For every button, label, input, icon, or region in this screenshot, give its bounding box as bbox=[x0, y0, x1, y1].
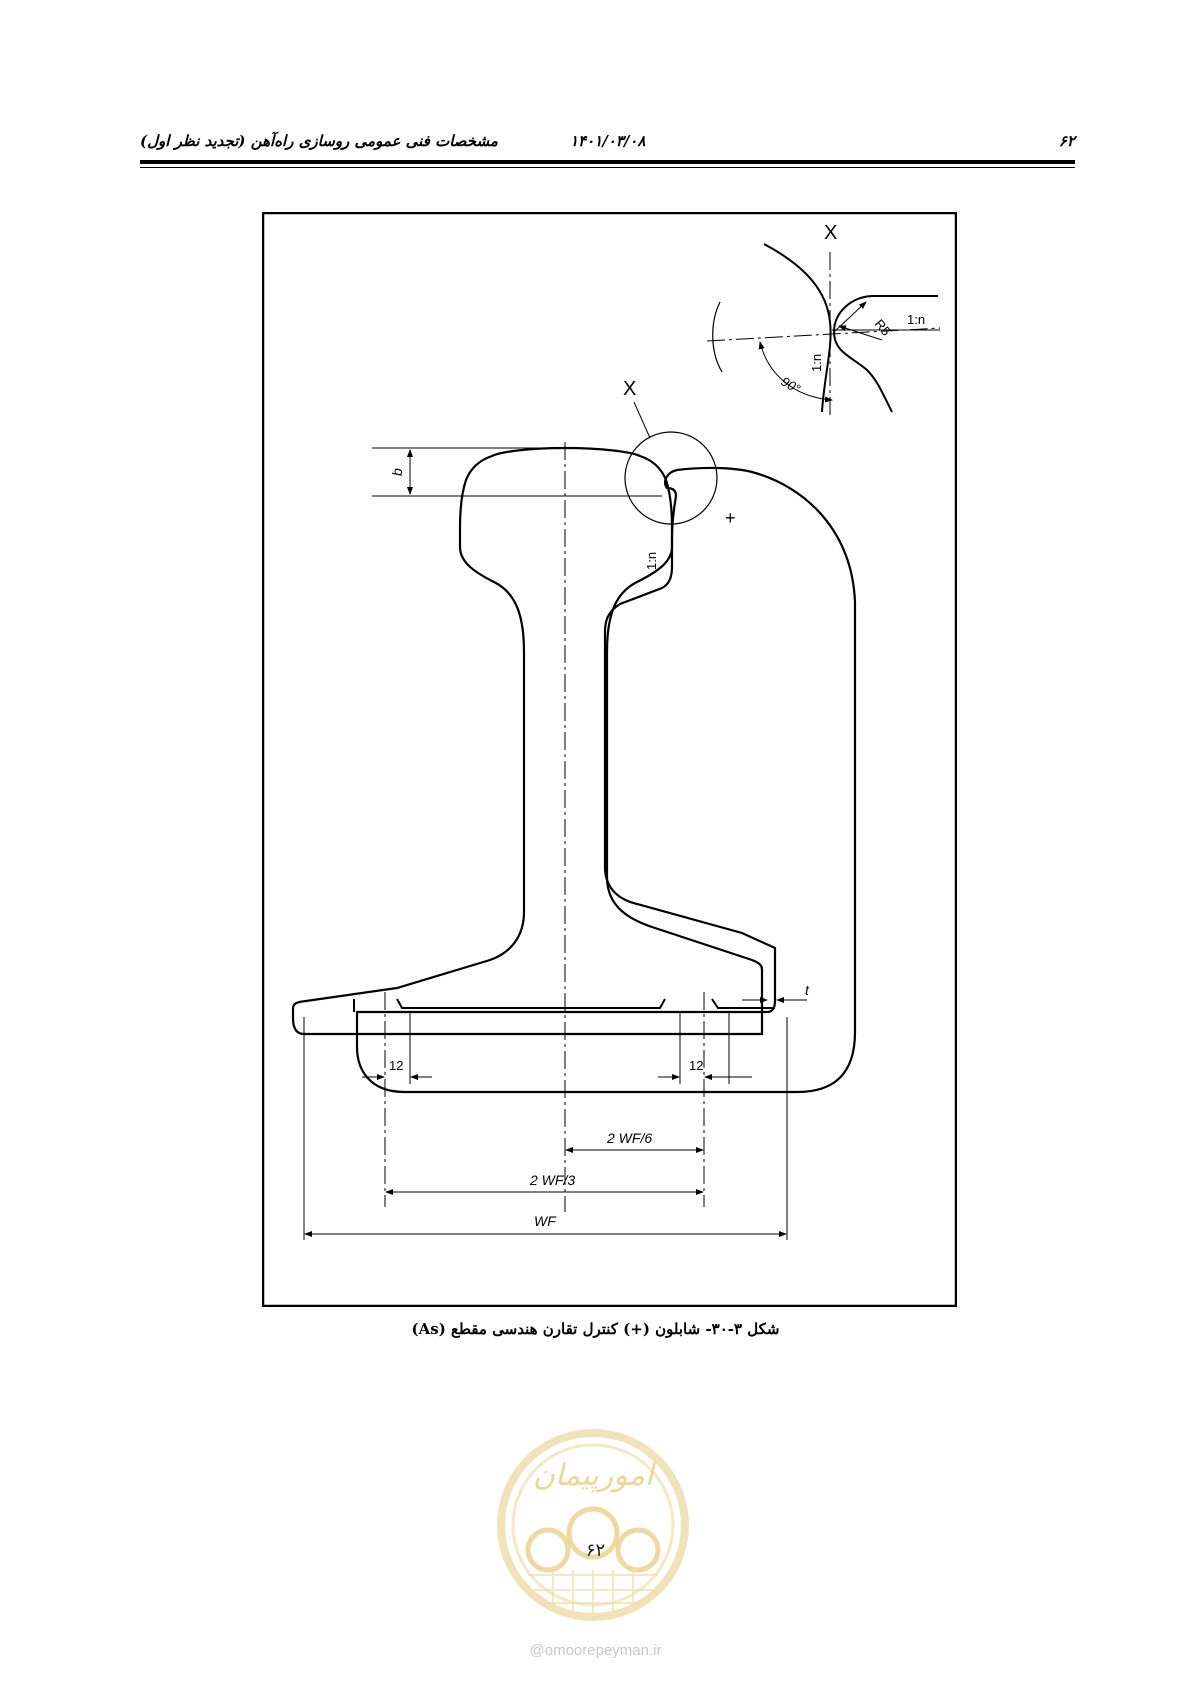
omoorepeyman-seal-logo: امورپیمان bbox=[493, 1425, 693, 1625]
header-rule-thin bbox=[140, 167, 1075, 168]
dim-2wf3-label: 2 WF/3 bbox=[529, 1172, 575, 1188]
detail-leader bbox=[633, 401, 651, 439]
incline-label-a: 1:n bbox=[907, 312, 925, 327]
detail-label-top: X bbox=[824, 222, 837, 244]
dim-2wf6-label: 2 WF/6 bbox=[606, 1130, 652, 1146]
page-header: مشخصات فنی عمومی روسازی راه‌آهن (تجدید ن… bbox=[140, 128, 1075, 158]
detail-x-inset: X R5 1:n 1:n 90° bbox=[706, 222, 941, 417]
detail-circle bbox=[624, 431, 718, 525]
dim-2wf3: 2 WF/3 bbox=[385, 1172, 704, 1195]
dim-wf-label: WF bbox=[534, 1213, 557, 1229]
radius-label: R5 bbox=[872, 316, 894, 338]
header-title: مشخصات فنی عمومی روسازی راه‌آهن (تجدید ن… bbox=[140, 132, 498, 150]
watermark-url: @omoorepeyman.ir bbox=[529, 1642, 662, 1659]
dim-b: b bbox=[372, 447, 662, 497]
figure-frame bbox=[262, 212, 957, 1307]
dim-b-label: b bbox=[389, 468, 405, 476]
header-rule-thick bbox=[140, 160, 1075, 164]
dim-12-left-label: 12 bbox=[389, 1058, 403, 1073]
template-profile bbox=[355, 466, 857, 1094]
dim-t-label: t bbox=[805, 982, 810, 998]
dim-2wf6: 2 WF/6 bbox=[565, 1130, 704, 1153]
incline-label-main: 1:n bbox=[644, 552, 659, 570]
figure-caption: شکل ۳-۳۰- شابلون (+) کنترل تقارن هندسی م… bbox=[411, 1320, 780, 1338]
dim-12-right: 12 bbox=[658, 1058, 752, 1080]
dim-12-left: 12 bbox=[362, 1058, 432, 1080]
plus-mark: + bbox=[725, 508, 736, 528]
footer-page-number: ۶۲ bbox=[585, 1540, 606, 1561]
header-date: ۱۴۰۱/۰۳/۰۸ bbox=[570, 132, 646, 150]
header-page-number: ۶۲ bbox=[1058, 132, 1075, 150]
incline-label-b: 1:n bbox=[809, 354, 824, 372]
dim-wf: WF bbox=[304, 1213, 787, 1237]
angle-label: 90° bbox=[779, 374, 804, 397]
logo-text: امورپیمان bbox=[533, 1458, 657, 1493]
dim-12-right-label: 12 bbox=[689, 1058, 703, 1073]
detail-label-main: X bbox=[623, 378, 636, 400]
rail-profile bbox=[291, 446, 764, 1036]
template-base-plate bbox=[353, 998, 775, 1012]
dim-t: t bbox=[742, 982, 810, 1003]
rail-template-drawing: X + 1:n b t 12 bbox=[262, 212, 957, 1307]
